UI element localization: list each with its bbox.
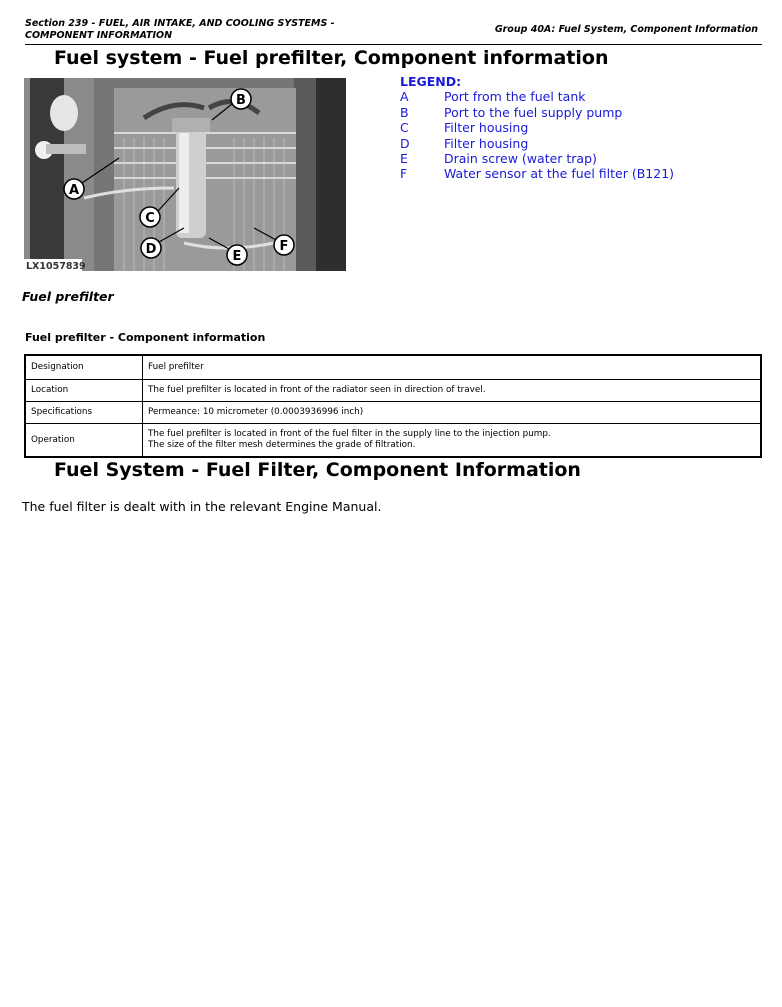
section-title-prefilter: Fuel system - Fuel prefilter, Component … [54,47,609,69]
callout-f-letter: F [280,239,289,254]
figure-caption: Fuel prefilter [22,289,114,304]
header-group: Group 40A: Fuel System, Component Inform… [494,24,758,35]
legend-item: C Filter housing [400,120,674,135]
section-title-fuel-filter: Fuel System - Fuel Filter, Component Inf… [54,459,581,481]
callout-e-letter: E [233,249,242,264]
header-section: Section 239 - FUEL, AIR INTAKE, AND COOL… [25,18,335,41]
legend-title: LEGEND: [400,74,462,89]
table-row: Operation The fuel prefilter is located … [24,423,762,458]
fuel-prefilter-photo: LX1057839 A B C D E F [24,78,346,271]
legend-item: F Water sensor at the fuel filter (B121) [400,166,674,181]
table-key: Designation [24,354,143,380]
legend-letter: A [400,89,409,105]
legend-item: D Filter housing [400,136,674,151]
callout-d-letter: D [146,242,157,257]
callout-e [226,244,248,266]
legend-item: E Drain screw (water trap) [400,151,674,166]
table-value-line: Fuel prefilter [148,362,204,372]
legend: LEGEND: A Port from the fuel tank B Port… [400,74,674,182]
component-info-table: Designation Fuel prefilter Location The … [24,354,762,458]
table-value: The fuel prefilter is located in front o… [142,423,762,458]
callout-a [63,178,85,200]
callout-a-letter: A [69,183,79,198]
table-row: Designation Fuel prefilter [24,354,762,380]
table-key: Specifications [24,401,143,424]
table-row: Specifications Permeance: 10 micrometer … [24,401,762,424]
callout-f [273,234,295,256]
table-key: Location [24,379,143,402]
legend-text: Water sensor at the fuel filter (B121) [444,166,675,182]
table-value-line: Permeance: 10 micrometer (0.0003936996 i… [148,407,364,417]
table-title: Fuel prefilter - Component information [25,331,266,344]
table-value-line: The size of the filter mesh determines t… [148,440,416,450]
legend-text: Filter housing [444,135,529,151]
table-row: Location The fuel prefilter is located i… [24,379,762,402]
body-paragraph: The fuel filter is dealt with in the rel… [22,499,382,514]
legend-item: B Port to the fuel supply pump [400,105,674,120]
legend-letter: F [400,166,408,182]
legend-letter: B [400,104,409,120]
legend-letter: E [400,151,408,167]
callout-c [139,206,161,228]
table-value: Fuel prefilter [142,354,762,380]
legend-letter: C [400,120,409,136]
header-divider [25,44,762,45]
legend-text: Port to the fuel supply pump [444,104,623,120]
legend-text: Drain screw (water trap) [444,151,597,167]
callout-c-letter: C [145,211,155,226]
legend-text: Filter housing [444,120,529,136]
legend-letter: D [400,135,410,151]
table-value: The fuel prefilter is located in front o… [142,379,762,402]
callout-b [230,88,252,110]
table-value-line: The fuel prefilter is located in front o… [148,429,551,439]
legend-item: A Port from the fuel tank [400,89,674,104]
table-value-line: The fuel prefilter is located in front o… [148,385,486,395]
callout-d [140,237,162,259]
callout-b-letter: B [236,93,246,108]
table-key: Operation [24,423,143,458]
image-label: LX1057839 [26,261,86,271]
table-value: Permeance: 10 micrometer (0.0003936996 i… [142,401,762,424]
legend-text: Port from the fuel tank [444,89,586,105]
